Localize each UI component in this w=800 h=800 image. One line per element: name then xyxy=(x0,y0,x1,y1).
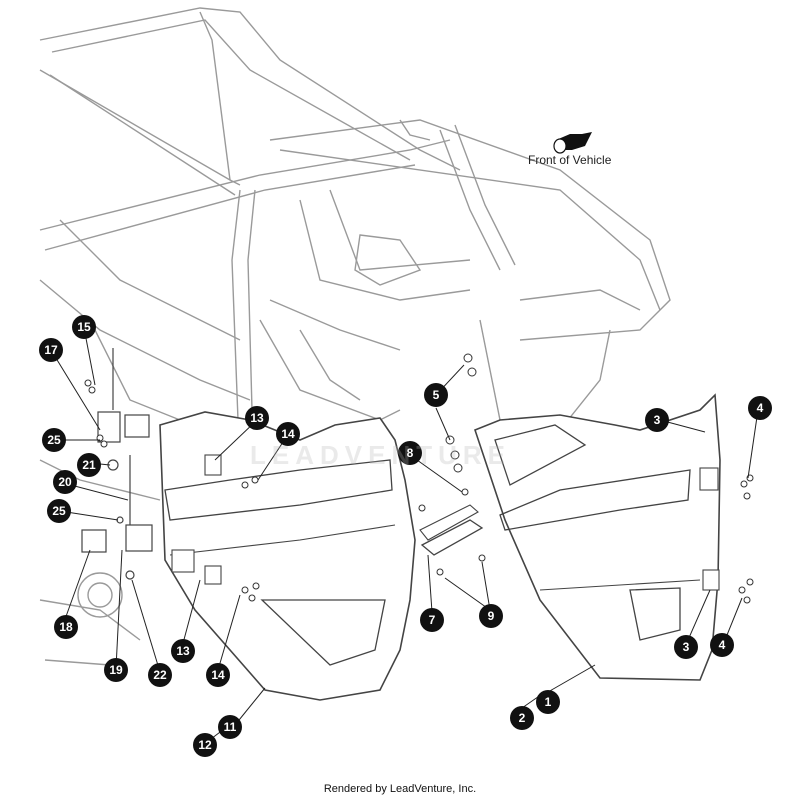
front-of-vehicle-label: Front of Vehicle xyxy=(528,153,612,167)
callout-number: 18 xyxy=(59,620,73,634)
callout-circle xyxy=(748,396,772,420)
callout-number: 7 xyxy=(429,613,436,627)
callout-22: 22 xyxy=(148,663,172,687)
hinge-assembly xyxy=(81,348,153,580)
callout-circle xyxy=(148,663,172,687)
callout-circle xyxy=(424,383,448,407)
front-arrow-icon xyxy=(553,132,592,154)
callout-number: 12 xyxy=(198,738,212,752)
callout-12: 12 xyxy=(193,733,217,757)
callout-14: 14 xyxy=(276,422,300,446)
fasteners xyxy=(84,353,754,604)
callout-number: 4 xyxy=(757,401,764,415)
callout-17: 17 xyxy=(39,338,63,362)
callout-circle xyxy=(206,663,230,687)
callout-14: 14 xyxy=(206,663,230,687)
callout-circle xyxy=(674,635,698,659)
callout-number: 21 xyxy=(82,458,96,472)
callout-number: 17 xyxy=(44,343,58,357)
callout-8: 8 xyxy=(398,441,422,465)
callout-circle xyxy=(47,499,71,523)
callout-25: 25 xyxy=(42,428,66,452)
callout-13: 13 xyxy=(245,406,269,430)
callout-circle xyxy=(42,428,66,452)
callout-circle xyxy=(710,633,734,657)
callout-number: 1 xyxy=(545,695,552,709)
callout-19: 19 xyxy=(104,658,128,682)
callout-circle xyxy=(171,639,195,663)
callout-circle xyxy=(479,604,503,628)
callout-4: 4 xyxy=(748,396,772,420)
callout-number: 13 xyxy=(250,411,264,425)
callout-number: 20 xyxy=(58,475,72,489)
callout-number: 25 xyxy=(52,504,66,518)
callout-circle xyxy=(77,453,101,477)
right-door-panel xyxy=(474,393,721,681)
callout-circle xyxy=(54,615,78,639)
callout-3: 3 xyxy=(645,408,669,432)
callout-5: 5 xyxy=(424,383,448,407)
callout-circle xyxy=(193,733,217,757)
callout-circle xyxy=(53,470,77,494)
callout-circle xyxy=(245,406,269,430)
callout-number: 25 xyxy=(47,433,61,447)
callout-20: 20 xyxy=(53,470,77,494)
callout-number: 11 xyxy=(224,720,237,734)
callout-circle xyxy=(420,608,444,632)
callout-7: 7 xyxy=(420,608,444,632)
callout-number: 14 xyxy=(211,668,225,682)
callout-9: 9 xyxy=(479,604,503,628)
callout-circle xyxy=(510,706,534,730)
callout-4: 4 xyxy=(710,633,734,657)
callout-number: 3 xyxy=(654,413,661,427)
callout-circle xyxy=(398,441,422,465)
vehicle-frame xyxy=(39,7,671,666)
callout-3: 3 xyxy=(674,635,698,659)
callout-25: 25 xyxy=(47,499,71,523)
callout-number: 15 xyxy=(77,320,91,334)
callout-13: 13 xyxy=(171,639,195,663)
callout-11: 11 xyxy=(218,715,242,739)
callout-circle xyxy=(218,715,242,739)
callout-18: 18 xyxy=(54,615,78,639)
callout-number: 3 xyxy=(683,640,690,654)
callout-circle xyxy=(536,690,560,714)
callout-number: 13 xyxy=(176,644,190,658)
callout-number: 4 xyxy=(719,638,726,652)
callout-number: 5 xyxy=(433,388,440,402)
callout-circle xyxy=(645,408,669,432)
callout-number: 2 xyxy=(519,711,526,725)
callout-number: 19 xyxy=(109,663,123,677)
callout-circle xyxy=(39,338,63,362)
callout-circle xyxy=(104,658,128,682)
callout-number: 14 xyxy=(281,427,295,441)
render-credit: Rendered by LeadVenture, Inc. xyxy=(323,783,477,795)
callout-number: 8 xyxy=(407,446,414,460)
callout-number: 22 xyxy=(153,668,167,682)
callout-circle xyxy=(276,422,300,446)
callout-number: 9 xyxy=(488,609,495,623)
striker-bracket xyxy=(419,504,484,556)
callout-1: 1 xyxy=(536,690,560,714)
watermark-text: LEADVENTURE xyxy=(250,440,512,470)
callout-circle xyxy=(72,315,96,339)
callout-21: 21 xyxy=(77,453,101,477)
callout-2: 2 xyxy=(510,706,534,730)
callout-15: 15 xyxy=(72,315,96,339)
